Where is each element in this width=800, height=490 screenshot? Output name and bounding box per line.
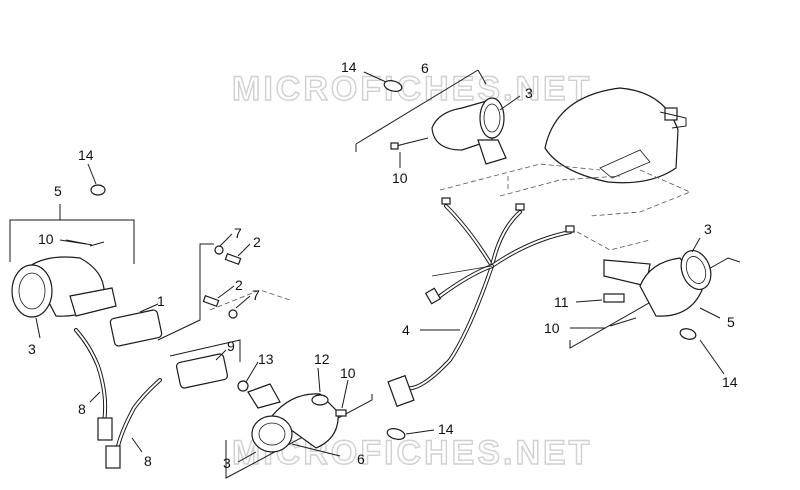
callout-1: 1 bbox=[157, 293, 165, 309]
callout-8: 8 bbox=[144, 453, 152, 469]
tail-light-housing bbox=[544, 87, 687, 184]
connector-icon bbox=[664, 107, 678, 121]
callout-6: 6 bbox=[357, 451, 365, 467]
bracket-icon bbox=[247, 383, 281, 409]
signal-lens-icon bbox=[11, 264, 53, 318]
turn-signal-rear-left bbox=[225, 383, 406, 479]
callout-labels: 14 6 3 10 14 5 10 3 7 2 2 7 1 9 8 8 13 1… bbox=[28, 59, 738, 471]
turn-signal-rear-right bbox=[569, 250, 741, 349]
flasher-relay-icon bbox=[109, 309, 163, 347]
watermark-top: MICROFICHES.NET bbox=[232, 70, 592, 108]
bolt-icon bbox=[603, 293, 625, 303]
harness-connector-icon bbox=[387, 374, 415, 408]
callout-3: 3 bbox=[28, 341, 36, 357]
callout-14: 14 bbox=[341, 59, 357, 75]
relay-icon bbox=[175, 353, 229, 389]
callout-13: 13 bbox=[258, 351, 274, 367]
callout-2: 2 bbox=[253, 234, 261, 250]
wiring-harness bbox=[387, 197, 575, 408]
callout-12: 12 bbox=[314, 351, 330, 367]
callout-14: 14 bbox=[78, 147, 94, 163]
callout-9: 9 bbox=[227, 338, 235, 354]
cable-connector-icon bbox=[97, 417, 113, 441]
callout-3: 3 bbox=[704, 221, 712, 237]
turn-signal-front-right bbox=[355, 69, 507, 165]
bolt-icon bbox=[311, 394, 329, 406]
tail-housing-icon bbox=[544, 87, 679, 184]
callout-3: 3 bbox=[525, 85, 533, 101]
bracket-icon bbox=[477, 139, 507, 165]
flasher-and-fasteners bbox=[74, 243, 249, 469]
callout-2: 2 bbox=[235, 277, 243, 293]
callout-10: 10 bbox=[38, 231, 54, 247]
callout-14: 14 bbox=[438, 421, 454, 437]
callout-8: 8 bbox=[78, 401, 86, 417]
bracket-icon bbox=[69, 287, 117, 317]
signal-lens-icon bbox=[251, 415, 293, 453]
callout-11: 11 bbox=[554, 294, 569, 310]
bulb-icon bbox=[386, 428, 406, 440]
signal-lens-icon bbox=[680, 250, 712, 290]
callout-14: 14 bbox=[722, 374, 738, 390]
callout-10: 10 bbox=[340, 365, 356, 381]
callout-7: 7 bbox=[234, 225, 242, 241]
bulb-icon bbox=[383, 80, 403, 92]
callout-4: 4 bbox=[402, 322, 410, 338]
cable-connector-icon bbox=[105, 445, 121, 469]
callout-6: 6 bbox=[421, 60, 429, 76]
callout-3: 3 bbox=[223, 455, 231, 471]
callout-5: 5 bbox=[54, 183, 62, 199]
callout-10: 10 bbox=[392, 170, 408, 186]
turn-signal-front-left bbox=[9, 184, 135, 318]
leader-lines bbox=[35, 71, 725, 463]
callout-5: 5 bbox=[727, 314, 735, 330]
bulb-icon bbox=[679, 328, 697, 340]
bulb-icon bbox=[90, 184, 106, 196]
callout-7: 7 bbox=[252, 287, 260, 303]
callout-10: 10 bbox=[544, 320, 560, 336]
